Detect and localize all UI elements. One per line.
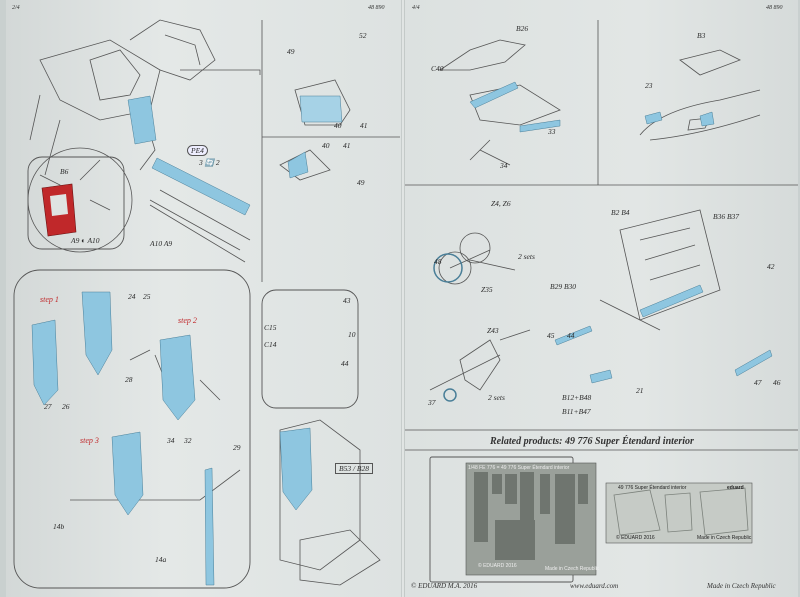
part-b26: B26 xyxy=(516,24,529,33)
parts-b53-b28: B53 / B28 xyxy=(335,463,373,474)
fret2-title: 49 776 Super Étendard interior xyxy=(618,485,687,491)
parts-b12-b48: B12+B48 xyxy=(562,393,592,402)
part-45: 45 xyxy=(547,331,555,340)
parts-z4-z6: Z4, Z6 xyxy=(491,199,511,208)
part-40a: 40 xyxy=(334,121,342,130)
fret2-copyright: © EDUARD 2016 xyxy=(616,535,655,541)
related-products-title: Related products: 49 776 Super Étendard … xyxy=(490,436,694,447)
part-26: 26 xyxy=(62,402,70,411)
parts-b29-b30: B29 B30 xyxy=(550,282,577,291)
part-14b: 14b xyxy=(53,522,65,531)
part-z43: Z43 xyxy=(487,326,499,335)
part-34: 34 xyxy=(167,436,175,445)
parts-b11-b47: B11+B47 xyxy=(562,407,591,416)
fret1-made: Made in Czech Republic xyxy=(545,566,600,572)
pe-fold-note: 3 🔄 2 xyxy=(199,158,220,167)
part-37: 37 xyxy=(428,398,436,407)
part-21: 21 xyxy=(636,386,644,395)
fret1-title: 1/48 FE 776 = 49 776 Super Étendard inte… xyxy=(468,465,570,471)
left-page-code: 48 890 xyxy=(368,5,385,11)
part-40b: 40 xyxy=(322,141,330,150)
part-23: 23 xyxy=(645,81,653,90)
part-b6: B6 xyxy=(60,167,69,176)
right-page-code: 48 890 xyxy=(766,5,783,11)
center-fold xyxy=(401,0,405,597)
two-sets-a: 2 sets xyxy=(518,252,535,261)
step-3-label: step 3 xyxy=(80,436,99,445)
part-46: 46 xyxy=(773,378,781,387)
part-c14: C14 xyxy=(264,340,277,349)
parts-a9-a10: A9 ◐ A10 xyxy=(71,236,100,245)
part-49b: 49 xyxy=(357,178,365,187)
part-c40: C40 xyxy=(431,64,444,73)
footer-copyright: © EDUARD M.A. 2016 xyxy=(411,582,478,590)
footer-url: www.eduard.com xyxy=(570,582,619,590)
part-27: 27 xyxy=(44,402,52,411)
part-44: 44 xyxy=(341,359,349,368)
part-z35: Z35 xyxy=(481,285,493,294)
parts-b2-b4: B2 B4 xyxy=(611,208,630,217)
part-32: 32 xyxy=(184,436,192,445)
part-10: 10 xyxy=(348,330,356,339)
part-43: 43 xyxy=(343,296,351,305)
part-25: 25 xyxy=(143,292,151,301)
part-52: 52 xyxy=(359,31,367,40)
step-2-label: step 2 xyxy=(178,316,197,325)
part-28: 28 xyxy=(125,375,133,384)
step-1-label: step 1 xyxy=(40,295,59,304)
part-14a: 14a xyxy=(155,555,167,564)
fret2-brand: eduard xyxy=(727,485,744,491)
pe-badge: PE4 xyxy=(187,145,208,156)
part-42: 42 xyxy=(767,262,775,271)
left-page-number: 2/4 xyxy=(12,5,20,11)
fret2-made: Made in Czech Republic xyxy=(697,535,752,541)
part-47: 47 xyxy=(754,378,762,387)
part-44-right: 44 xyxy=(567,331,575,340)
part-49: 49 xyxy=(287,47,295,56)
parts-b36-b37: B36 B37 xyxy=(713,212,740,221)
part-33: 33 xyxy=(548,127,556,136)
part-41a: 41 xyxy=(360,121,368,130)
part-b3: B3 xyxy=(697,31,706,40)
part-34-right: 34 xyxy=(500,161,508,170)
parts-a10-a9: A10 A9 xyxy=(150,239,173,248)
part-41b: 41 xyxy=(343,141,351,150)
part-24: 24 xyxy=(128,292,136,301)
footer-made: Made in Czech Republic xyxy=(707,582,776,590)
part-c15: C15 xyxy=(264,323,277,332)
two-sets-b: 2 sets xyxy=(488,393,505,402)
right-page-number: 4/4 xyxy=(412,5,420,11)
part-29: 29 xyxy=(233,443,241,452)
fret1-copyright: © EDUARD 2016 xyxy=(478,563,517,569)
part-48: 48 xyxy=(434,257,442,266)
